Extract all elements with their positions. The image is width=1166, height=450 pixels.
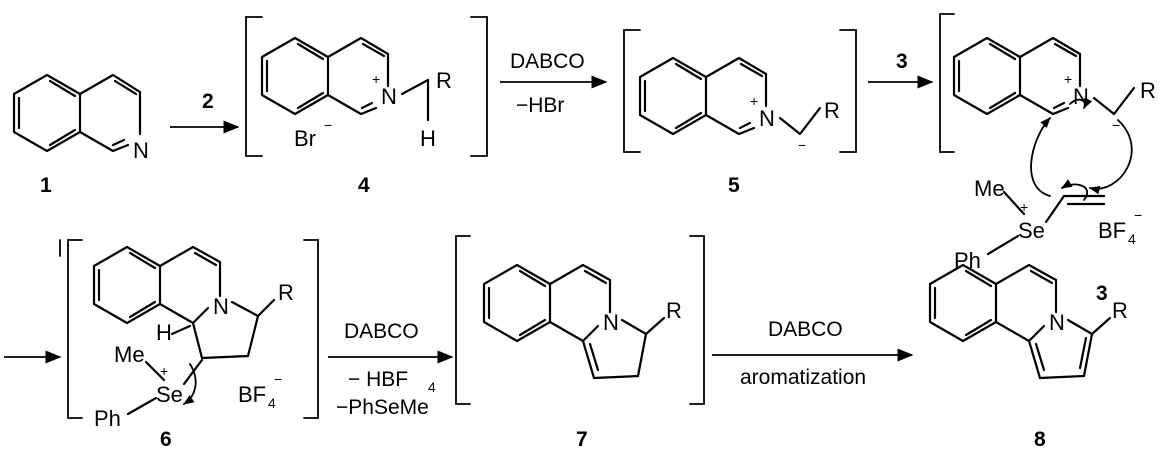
atom-r: R bbox=[436, 68, 452, 93]
reagent-aromatization: aromatization bbox=[740, 366, 866, 389]
arrow-step-2: DABCO −HBr bbox=[500, 50, 608, 117]
atom-h: H bbox=[420, 126, 436, 151]
compound-7-dihydro: N R 7 bbox=[455, 235, 705, 450]
charge-minus: − bbox=[1112, 117, 1120, 133]
arrow-step-3: 3 bbox=[868, 50, 934, 89]
atom-r: R bbox=[1140, 78, 1156, 103]
label-compound-3: 3 bbox=[1096, 282, 1108, 305]
atom-r: R bbox=[666, 298, 682, 323]
atom-n: N bbox=[381, 84, 397, 109]
atom-me: Me bbox=[974, 176, 1005, 201]
compound-8-pyrroloisoquinoline: N R 8 bbox=[928, 263, 1128, 450]
atom-n: N bbox=[1073, 84, 1089, 109]
atom-r: R bbox=[824, 98, 840, 123]
charge-minus: − bbox=[274, 371, 282, 387]
label-compound-1: 1 bbox=[40, 174, 52, 197]
atom-ph: Ph bbox=[954, 248, 981, 273]
atom-se: Se bbox=[1018, 218, 1045, 243]
atom-n: N bbox=[1049, 310, 1065, 335]
reagent-minus-phseme: −PhSeMe bbox=[336, 396, 429, 419]
arrow-step-1: 2 bbox=[170, 90, 240, 134]
reagent-2: 2 bbox=[202, 90, 214, 113]
compound-5-ylide: N + R − 5 bbox=[623, 29, 857, 197]
reagent-minus-hbf4: − HBF bbox=[348, 368, 408, 391]
atom-me: Me bbox=[114, 342, 145, 367]
charge-minus: − bbox=[1134, 207, 1142, 223]
atom-r: R bbox=[1112, 298, 1128, 323]
compound-6-cycloadduct: N R H Me Se + Ph BF 4 − 6 bbox=[59, 239, 319, 450]
atom-h: H bbox=[156, 320, 172, 345]
charge-minus: − bbox=[324, 117, 332, 133]
charge-plus: + bbox=[1020, 199, 1028, 215]
atom-r: R bbox=[278, 280, 294, 305]
reagent-minus-hbf4-subscript: 4 bbox=[428, 379, 436, 395]
charge-plus: + bbox=[160, 363, 168, 379]
arrow-step-5: DABCO aromatization bbox=[712, 318, 914, 389]
atom-se: Se bbox=[156, 382, 183, 407]
label-compound-8: 8 bbox=[1034, 428, 1046, 450]
atom-bf: BF bbox=[238, 382, 266, 407]
label-compound-5: 5 bbox=[728, 174, 740, 197]
label-compound-6: 6 bbox=[160, 428, 172, 450]
compound-4-salt: N + R H Br − 4 bbox=[245, 16, 488, 197]
reagent-dabco: DABCO bbox=[510, 50, 585, 73]
atom-br: Br bbox=[294, 126, 316, 151]
charge-plus: + bbox=[372, 71, 380, 87]
arrow-step-4: DABCO − HBF 4 −PhSeMe bbox=[328, 320, 454, 419]
atom-bf: BF bbox=[1098, 218, 1126, 243]
atom-n: N bbox=[213, 294, 229, 319]
intermediate-cycloaddition: N + R − Me Se + Ph BF 4 − 3 bbox=[939, 13, 1156, 305]
atom-n: N bbox=[133, 138, 149, 163]
label-compound-4: 4 bbox=[358, 174, 370, 197]
reagent-dabco: DABCO bbox=[768, 318, 843, 341]
compound-1-isoquinoline: N 1 bbox=[12, 73, 149, 197]
reagent-minus-hbr: −HBr bbox=[516, 94, 564, 117]
atom-bf-subscript: 4 bbox=[1128, 231, 1136, 247]
charge-plus: + bbox=[1064, 71, 1072, 87]
reagent-dabco: DABCO bbox=[344, 320, 419, 343]
atom-n: N bbox=[603, 310, 619, 335]
charge-plus: + bbox=[750, 93, 758, 109]
atom-n: N bbox=[759, 106, 775, 131]
atom-ph: Ph bbox=[94, 406, 121, 431]
reagent-3: 3 bbox=[896, 50, 908, 73]
atom-bf-subscript: 4 bbox=[268, 395, 276, 411]
label-compound-7: 7 bbox=[576, 428, 588, 450]
charge-minus: − bbox=[798, 137, 806, 153]
